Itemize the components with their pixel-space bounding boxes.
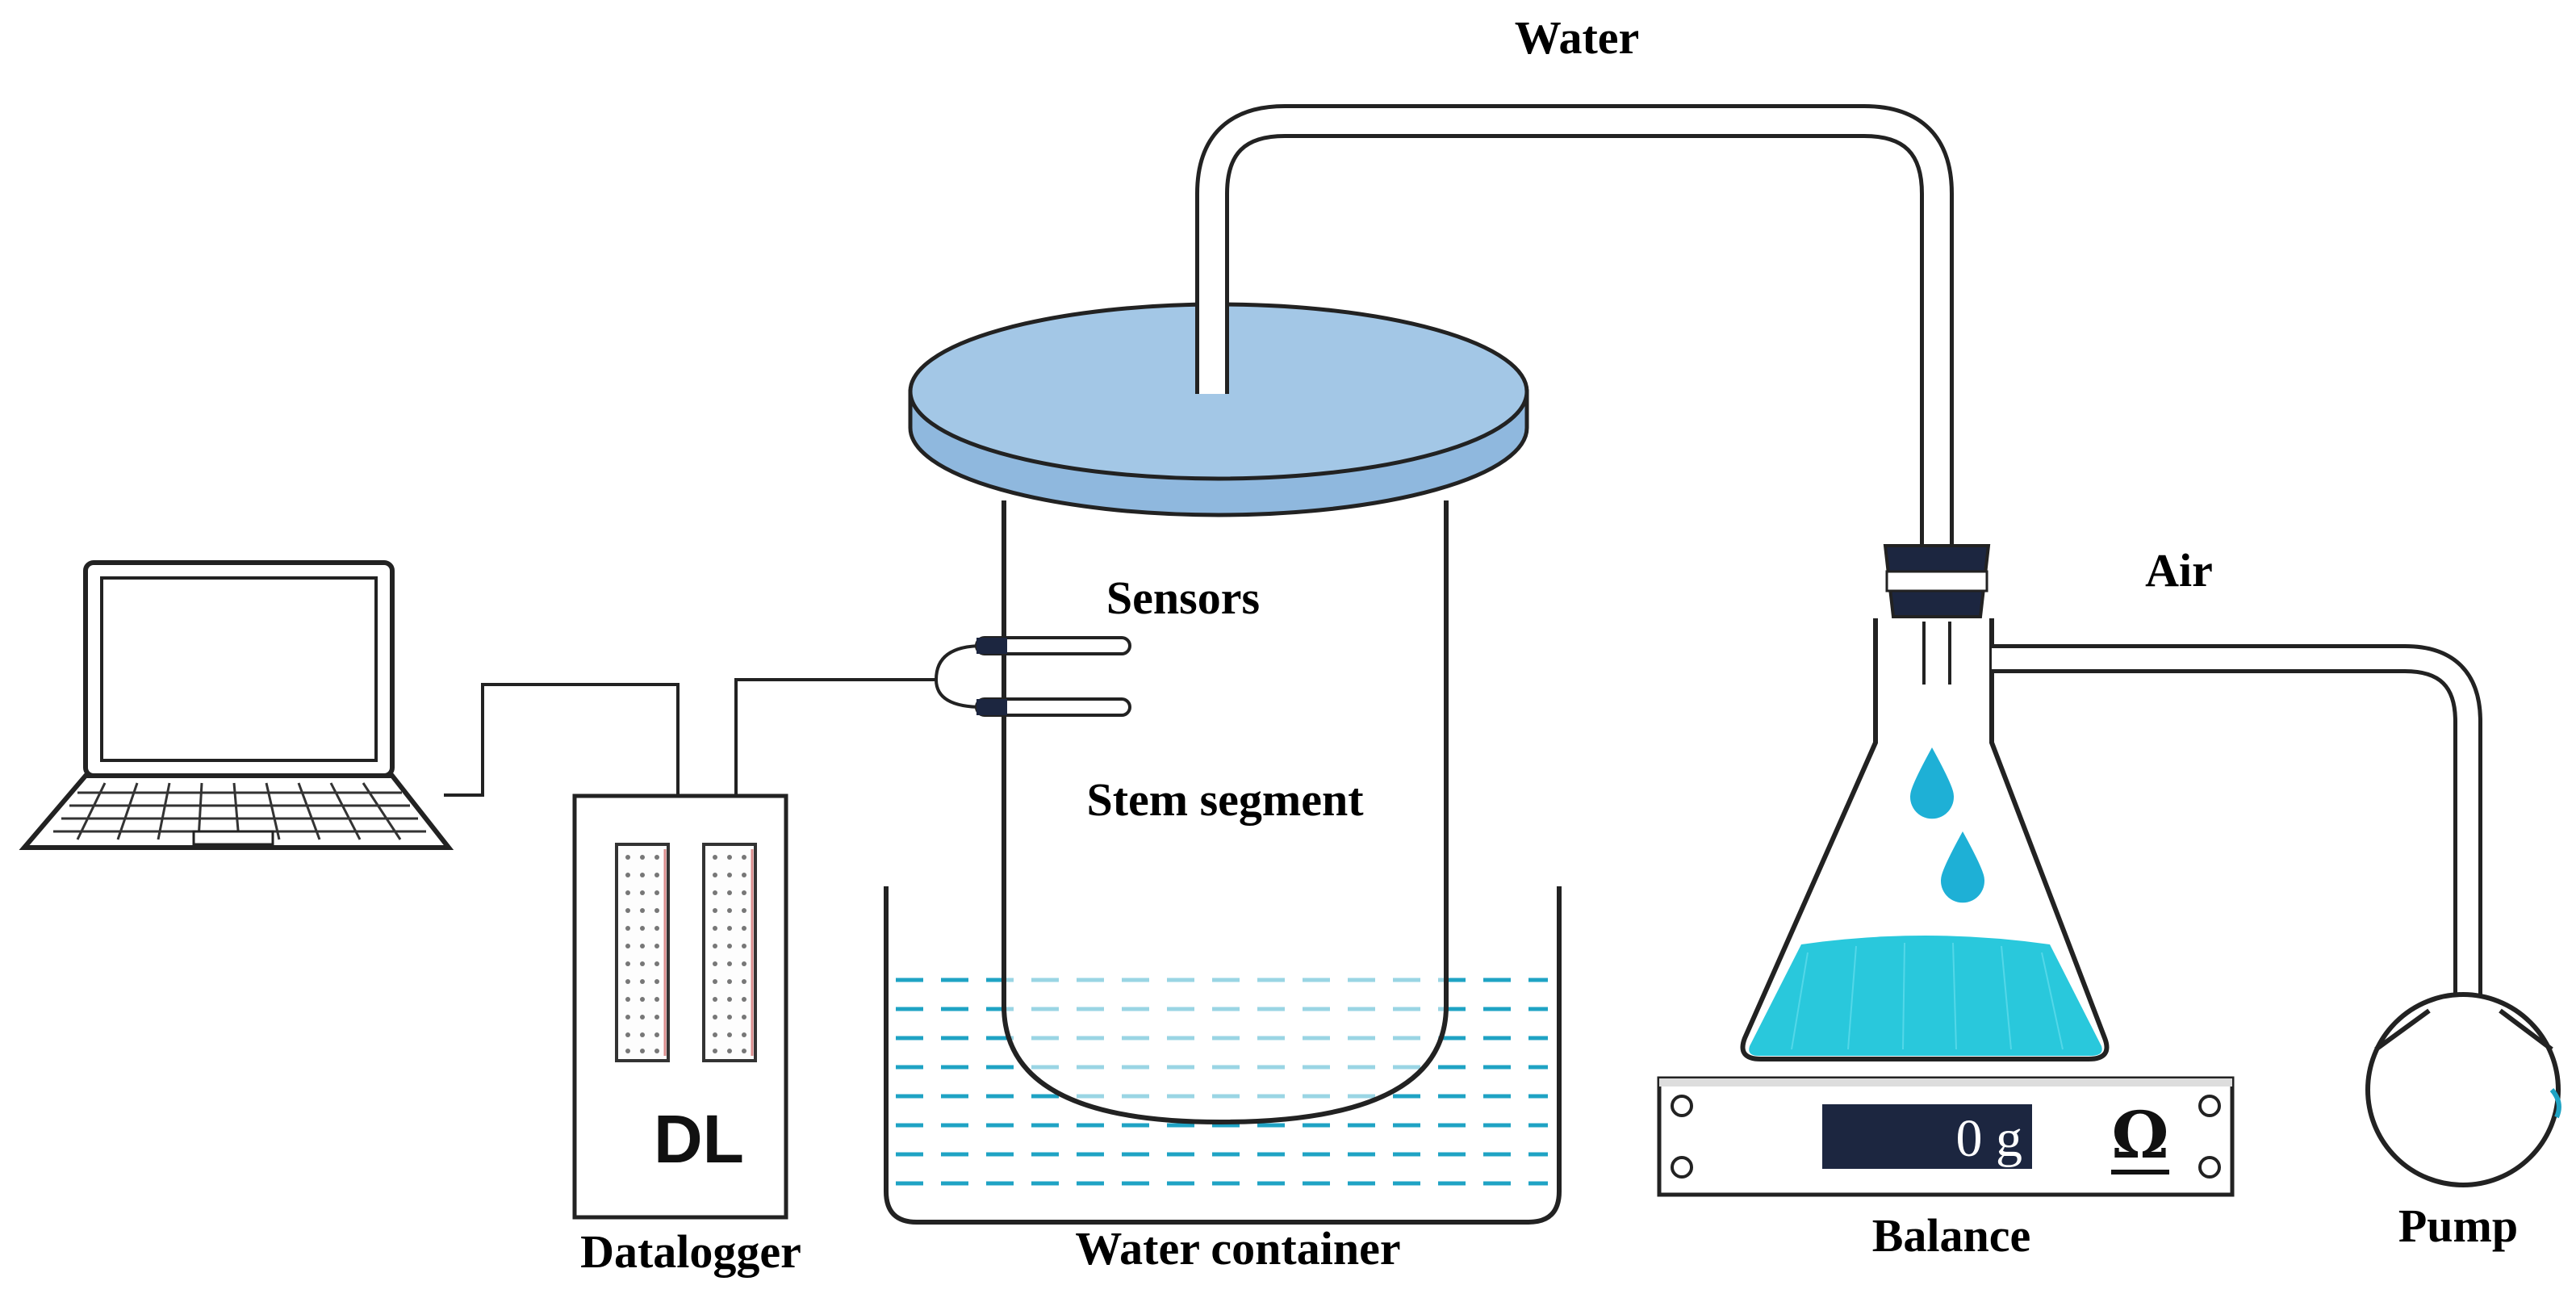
- balance: 0 g Ω: [1657, 1076, 2235, 1197]
- air-tube: [1992, 644, 2482, 1009]
- balance-screw-tr: [2198, 1095, 2221, 1117]
- balance-screw-bl: [1671, 1156, 1693, 1179]
- sensors: [934, 636, 1131, 717]
- label-air: Air: [2145, 544, 2213, 597]
- label-pump: Pump: [2398, 1200, 2518, 1252]
- label-balance: Balance: [1872, 1209, 2031, 1262]
- balance-screw-tl: [1671, 1095, 1693, 1117]
- pump-icon: [2365, 992, 2561, 1187]
- sensor-cable: [734, 678, 936, 796]
- balance-reading: 0 g: [1956, 1109, 2023, 1168]
- balance-screw-br: [2198, 1156, 2221, 1179]
- label-water-container: Water container: [1075, 1222, 1400, 1275]
- water-drop-lower: [1941, 831, 1984, 903]
- label-sensors: Sensors: [1106, 572, 1260, 624]
- laptop-icon: [19, 560, 454, 850]
- omega-logo-icon: Ω: [2111, 1097, 2168, 1173]
- erlenmeyer-flask: [1740, 544, 2110, 1061]
- water-tube: [1195, 104, 1954, 554]
- datalogger-display-text: DL: [654, 1101, 744, 1177]
- balance-display: [1822, 1104, 2032, 1169]
- label-water: Water: [1515, 11, 1640, 64]
- laptop-cable: [444, 683, 680, 797]
- datalogger-panel-right: [702, 843, 757, 1062]
- water-drop-upper: [1910, 747, 1954, 819]
- flask-liquid: [1749, 936, 2102, 1056]
- datalogger-panel-left: [615, 843, 670, 1062]
- label-stem-segment: Stem segment: [1086, 773, 1364, 826]
- label-datalogger: Datalogger: [580, 1225, 801, 1278]
- stem-segment-chamber: [1002, 500, 1449, 1125]
- datalogger: DL: [572, 793, 788, 1220]
